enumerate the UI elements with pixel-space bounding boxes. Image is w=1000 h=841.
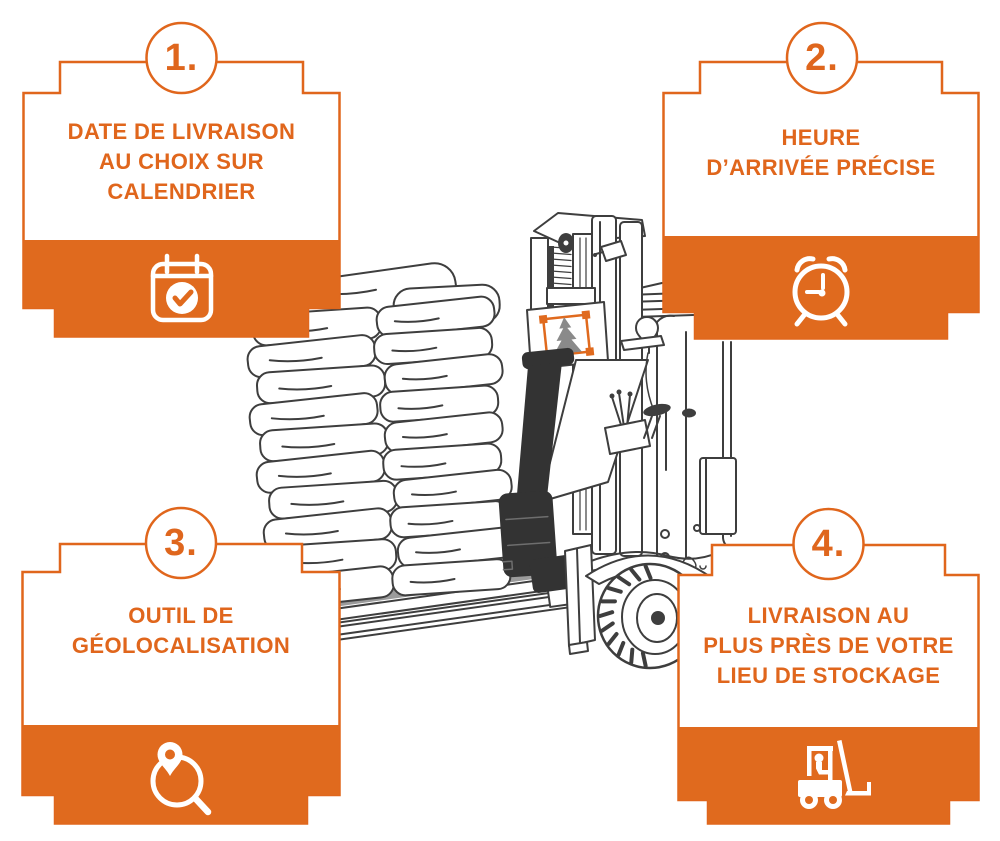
card-delivery-date: 1. DATE DE LIVRAISON AU CHOIX SUR CALEND… [22, 21, 341, 338]
card-number: 3. [164, 521, 198, 564]
alarm-clock-icon [792, 256, 850, 327]
card-title: OUTIL DE GÉOLOCALISATION [71, 603, 291, 658]
card-plaque-shape [21, 506, 341, 825]
forklift [498, 212, 789, 670]
number-circle [144, 506, 218, 580]
number-circle [145, 21, 218, 95]
card-arrival-time: 2. HEURE D’ARRIVÉE PRÉCISE [662, 21, 980, 340]
tire-treads [598, 564, 653, 668]
mast-mirror [600, 240, 627, 262]
card-delivery-near-storage: 4. LIVRAISON AU PLUS PRÈS DE VOTRE LIEU … [677, 506, 980, 825]
card-title: LIVRAISON AU PLUS PRÈS DE VOTRE LIEU DE … [703, 603, 954, 688]
card-number: 4. [811, 522, 846, 565]
card-number: 2. [805, 36, 839, 79]
number-circle [792, 507, 865, 581]
card-plaque-shape [662, 21, 980, 340]
card-number: 1. [164, 36, 199, 79]
steering-wheel [643, 403, 671, 417]
forklift-icon [797, 740, 871, 809]
operator-cab [584, 314, 737, 573]
control-levers [609, 389, 633, 429]
boom-arm [516, 347, 649, 506]
card-geolocation-tool: 3. OUTIL DE GÉOLOCALISATION [21, 505, 341, 825]
pellet-bag-stack [246, 262, 517, 610]
card-footer-band [22, 725, 340, 824]
number-circle [785, 21, 859, 95]
calendar-check-icon [150, 253, 213, 323]
card-title: HEURE D’ARRIVÉE PRÉCISE [706, 125, 936, 180]
rear-wheel [564, 544, 761, 670]
geolocation-magnifier-icon [150, 742, 212, 816]
card-title: DATE DE LIVRAISON AU CHOIX SUR CALENDRIE… [67, 119, 296, 204]
